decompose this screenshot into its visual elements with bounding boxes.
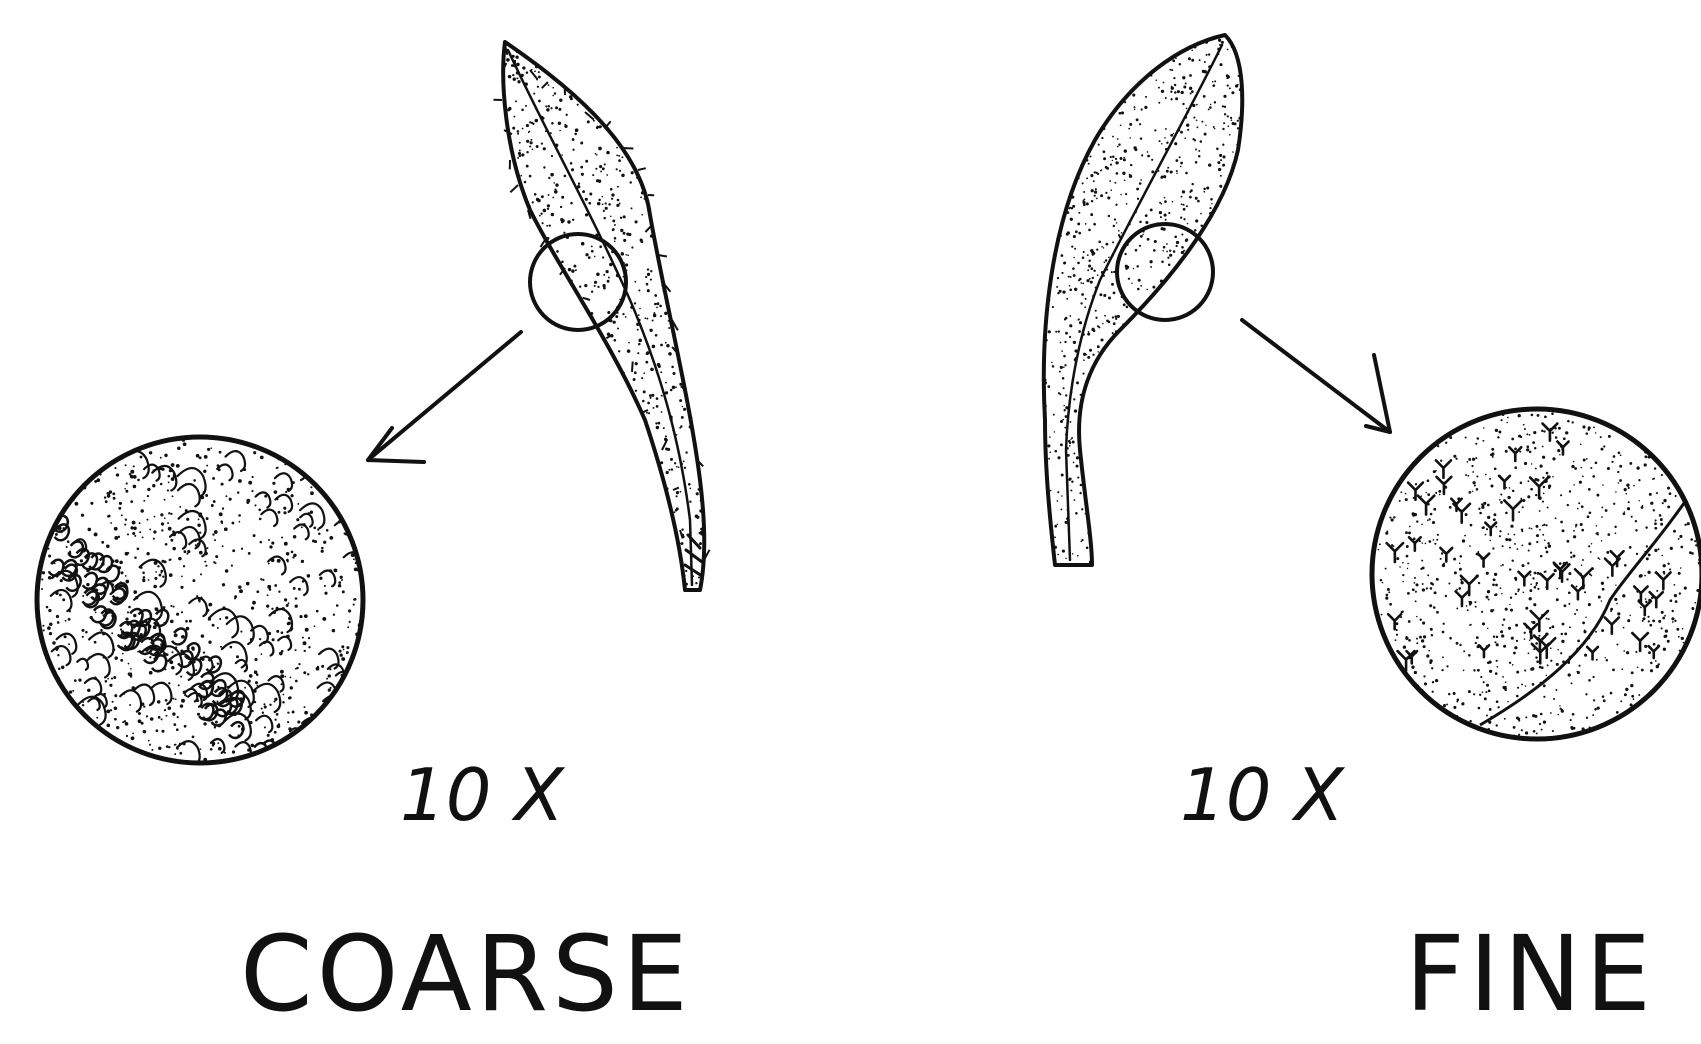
fine-panel: 10 X FINE: [1039, 29, 1701, 1035]
fine-pubescent-leaf: [1039, 29, 1251, 572]
coarse-magnification-label: 10 X: [400, 753, 566, 837]
fine-magnification-label: 10 X: [1180, 753, 1346, 837]
coarse-panel: 10 X COARSE: [36, 39, 711, 1035]
coarse-hairy-leaf: [494, 39, 712, 601]
fine-caption: FINE: [1405, 913, 1655, 1035]
fine-sample-circle: [1117, 224, 1213, 320]
coarse-arrow: [368, 332, 521, 462]
coarse-caption: COARSE: [240, 913, 692, 1035]
fine-magnified-view: [1372, 408, 1701, 740]
fine-leaf-stipple: [1039, 29, 1251, 572]
coarse-magnified-view: [36, 436, 371, 774]
fine-arrow: [1242, 320, 1390, 432]
coarse-sample-circle: [530, 234, 626, 330]
